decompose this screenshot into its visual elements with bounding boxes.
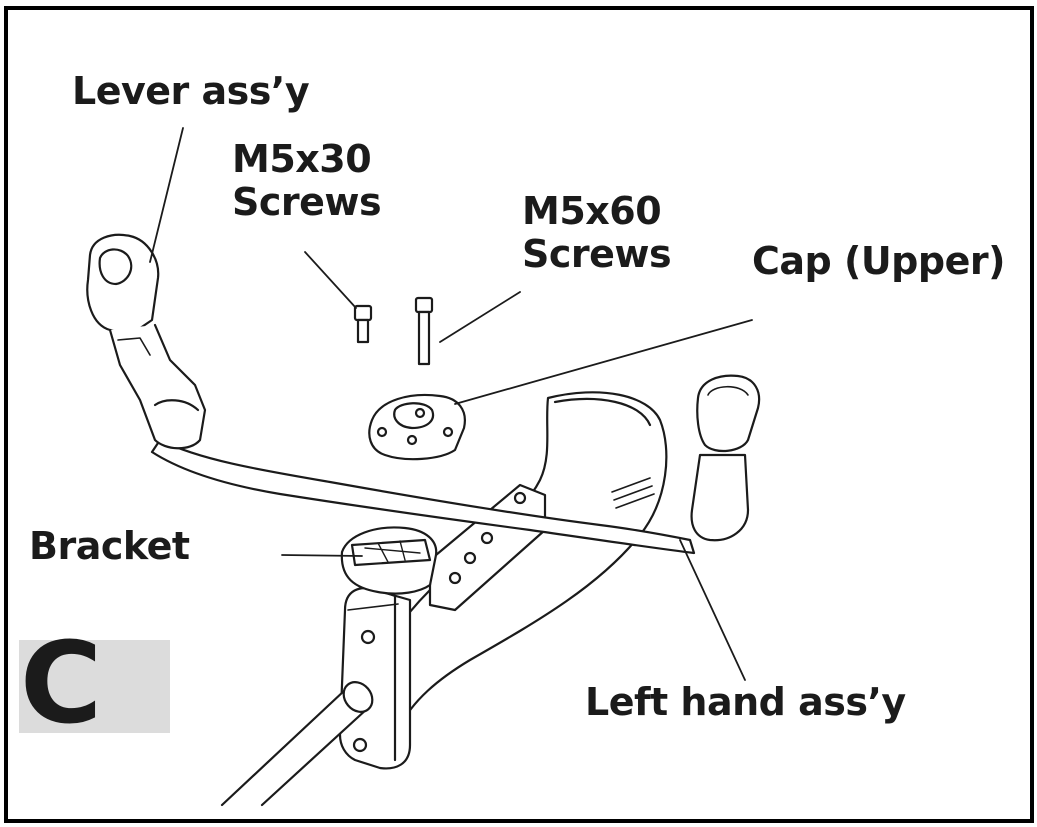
label-lever-assy: Lever ass’y [72, 69, 310, 113]
right-grip [690, 374, 761, 542]
leader-lines [149, 127, 753, 681]
post [338, 587, 412, 770]
label-left-hand-assy: Left hand ass’y [585, 680, 906, 724]
lever-assembly [86, 233, 207, 450]
bracket-top [340, 526, 438, 595]
m5x60-screw [414, 296, 434, 366]
label-m5x30-screws: M5x30 Screws [232, 137, 382, 224]
panel-tag [19, 640, 170, 733]
m5x30-screw [353, 304, 373, 344]
lower-tube [220, 681, 374, 807]
label-bracket: Bracket [29, 524, 190, 568]
panel-letter: C [20, 619, 103, 749]
handlebar-tube [150, 438, 696, 555]
cap-upper [368, 393, 466, 461]
label-m5x60-screws: M5x60 Screws [522, 189, 672, 276]
label-cap-upper: Cap (Upper) [752, 239, 1005, 283]
